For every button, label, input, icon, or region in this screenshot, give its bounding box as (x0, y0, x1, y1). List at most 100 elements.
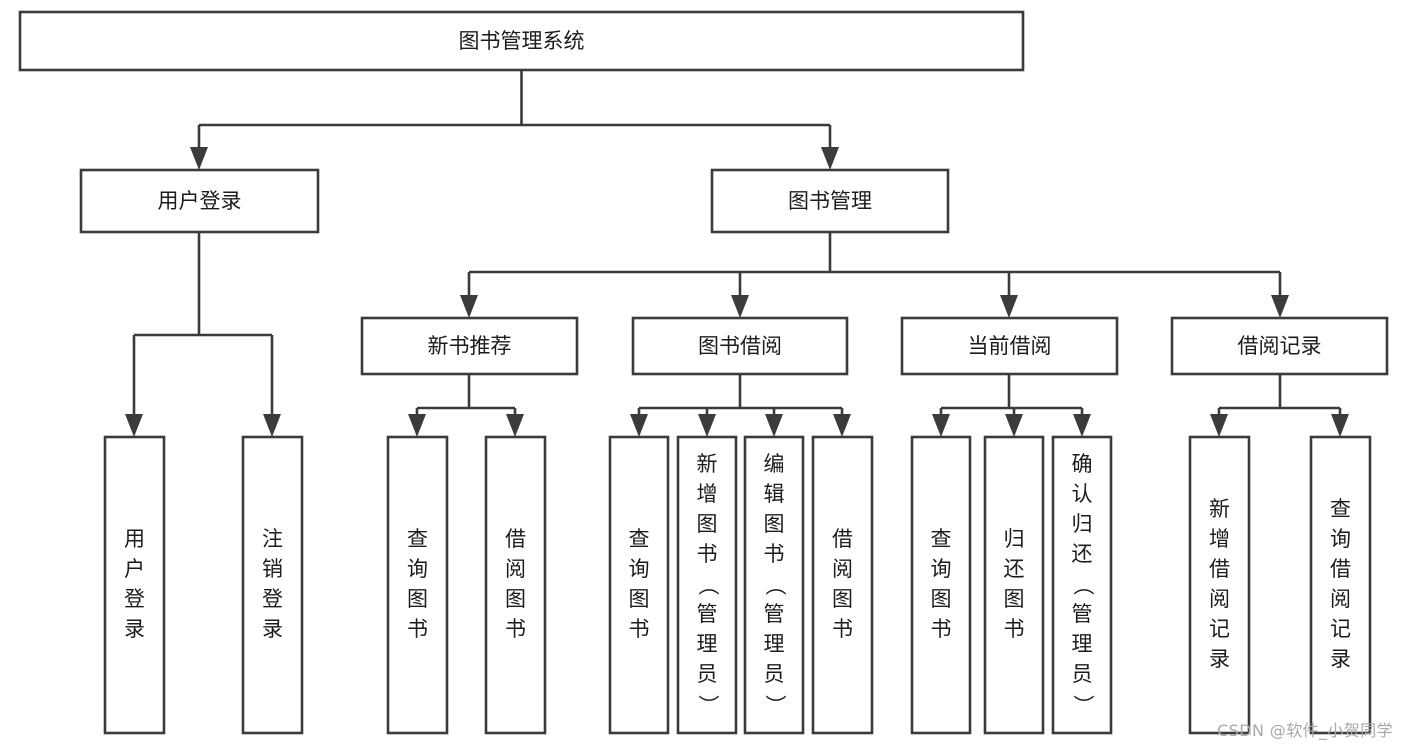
label-char: 辑 (764, 482, 785, 506)
label-char: 图 (407, 587, 428, 611)
leaf-add-record-box[interactable] (1188, 435, 1251, 735)
node-leaf-confirm-return[interactable] (1051, 435, 1113, 735)
label-char: 借 (1209, 557, 1230, 581)
node-leaf-add-book[interactable] (676, 435, 738, 735)
leaf-query-book-3-box[interactable] (910, 435, 972, 735)
leaf-edit-book-box[interactable] (743, 435, 805, 735)
node-leaf-query-book-1[interactable] (386, 435, 449, 735)
node-leaf-query-book-2[interactable] (608, 435, 670, 735)
leaf-add-book-box[interactable] (676, 435, 738, 735)
label-char: 确 (1072, 452, 1093, 476)
current-borrow-box[interactable] (900, 316, 1119, 376)
book-borrow-box[interactable] (631, 316, 849, 376)
leaf-return-book-box[interactable] (983, 435, 1045, 735)
label-char: 管 (764, 602, 785, 626)
new-book-recommend-box[interactable] (360, 316, 579, 376)
leaf-user-logout-box[interactable] (241, 435, 304, 735)
book-manage-label: 图书管理 (788, 189, 872, 213)
node-leaf-query-book-3[interactable] (910, 435, 972, 735)
arrow-to-book-manage (821, 147, 839, 170)
label-char: 登 (262, 587, 283, 611)
node-leaf-return-book[interactable] (983, 435, 1045, 735)
book-manage-box[interactable] (710, 168, 950, 234)
node-current-borrow[interactable]: 当前借阅 (900, 316, 1119, 376)
node-borrow-record[interactable]: 借阅记录 (1170, 316, 1389, 376)
label-char: 记 (1209, 617, 1230, 641)
node-leaf-add-record[interactable] (1188, 435, 1251, 735)
arrow-to-book-borrow (731, 295, 749, 318)
root-box[interactable] (18, 10, 1025, 72)
leaf-query-book-2-box[interactable] (608, 435, 670, 735)
label-char: 户 (124, 557, 145, 581)
label-char: 询 (407, 557, 428, 581)
node-new-book-recommend[interactable]: 新书推荐 (360, 316, 579, 376)
arrow-to-leaf-query-record (1331, 414, 1349, 437)
leaf-nodes-layer (103, 435, 1372, 735)
borrow-record-label: 借阅记录 (1238, 334, 1322, 358)
node-leaf-user-logout[interactable] (241, 435, 304, 735)
node-leaf-borrow-book-1[interactable] (484, 435, 547, 735)
label-char: 录 (1209, 647, 1230, 671)
edge-book-manage-bus (467, 232, 1282, 296)
node-leaf-borrow-book-2[interactable] (811, 435, 874, 735)
label-char: 用 (124, 527, 145, 551)
node-leaf-user-login[interactable] (103, 435, 166, 735)
label-char: 阅 (1330, 587, 1351, 611)
label-char: 借 (1330, 557, 1351, 581)
label-char: 管 (697, 602, 718, 626)
label-char: 书 (697, 542, 718, 566)
label-char: 阅 (505, 557, 526, 581)
book-borrow-label: 图书借阅 (698, 334, 782, 358)
label-char: 记 (1330, 617, 1351, 641)
arrow-to-leaf-query-book-3 (932, 414, 950, 437)
label-char: 图 (505, 587, 526, 611)
leaf-user-login-box[interactable] (103, 435, 166, 735)
arrow-to-user-login (190, 147, 208, 170)
leaf-confirm-return-box[interactable] (1051, 435, 1113, 735)
arrow-to-leaf-query-book-1 (408, 414, 426, 437)
leaf-query-record-box[interactable] (1309, 435, 1372, 735)
leaf-borrow-book-1-box[interactable] (484, 435, 547, 735)
leaf-query-book-1-box[interactable] (386, 435, 449, 735)
node-user-login[interactable]: 用户登录 (79, 168, 320, 234)
node-book-borrow[interactable]: 图书借阅 (631, 316, 849, 376)
label-char: ） (696, 695, 720, 716)
arrow-to-new-book-recommend (460, 295, 478, 318)
label-char: 书 (1004, 617, 1025, 641)
label-char: 书 (629, 617, 650, 641)
borrow-record-box[interactable] (1170, 316, 1389, 376)
label-char: 借 (505, 527, 526, 551)
leaf-borrow-book-2-box[interactable] (811, 435, 874, 735)
label-char: 员 (697, 662, 718, 686)
label-char: 理 (697, 632, 718, 656)
user-login-box[interactable] (79, 168, 320, 234)
label-char: 书 (505, 617, 526, 641)
label-char: 询 (931, 557, 952, 581)
label-char: 录 (124, 617, 145, 641)
node-leaf-edit-book[interactable] (743, 435, 805, 735)
label-char: 员 (1072, 662, 1093, 686)
node-leaf-query-record[interactable] (1309, 435, 1372, 735)
label-char: 增 (1209, 527, 1230, 551)
label-char: 查 (1330, 497, 1351, 521)
node-book-manage[interactable]: 图书管理 (710, 168, 950, 234)
label-char: 归 (1004, 527, 1025, 551)
label-char: ） (763, 695, 787, 716)
node-root[interactable]: 图书管理系统 (18, 10, 1025, 72)
user-login-label: 用户登录 (158, 189, 242, 213)
label-char: 询 (1330, 527, 1351, 551)
edge-book-borrow-bus (637, 374, 844, 415)
watermark-text: CSDN @软件_小贺同学 (1217, 721, 1393, 740)
label-char: 书 (407, 617, 428, 641)
edge-new-book-recommend-bus (415, 374, 517, 415)
label-char: 阅 (832, 557, 853, 581)
